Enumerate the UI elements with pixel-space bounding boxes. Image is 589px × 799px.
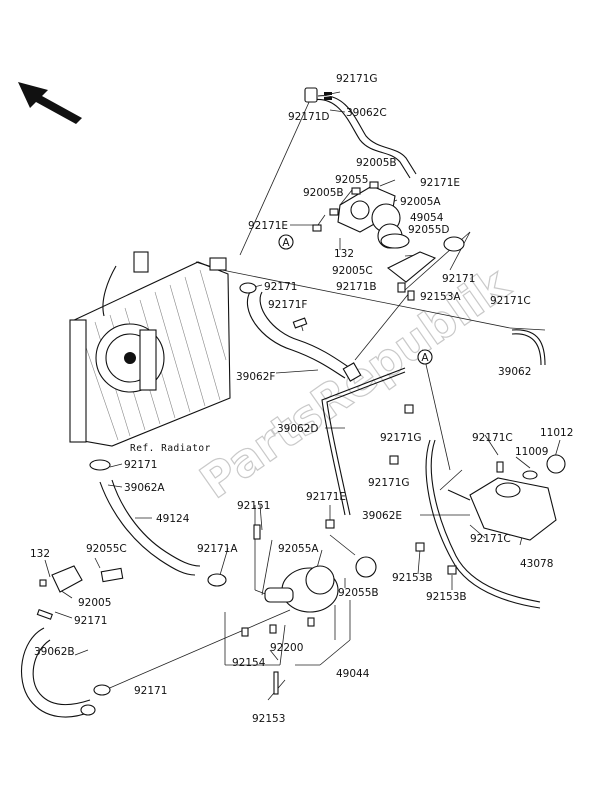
part-label: 92151 [237, 500, 270, 512]
reservoir-tank [389, 404, 566, 609]
part-label: 92171F [268, 299, 307, 311]
part-label: 92005 [78, 597, 111, 609]
svg-text:A: A [282, 237, 290, 249]
part-label: 132 [334, 248, 354, 260]
part-label: 39062A [124, 482, 165, 494]
part-label: 92171C [472, 432, 513, 444]
ref-radiator-label: Ref. Radiator [130, 443, 211, 454]
hose-39062f [239, 282, 362, 382]
part-label: 39062F [236, 371, 275, 383]
hose-39062c [304, 87, 417, 179]
marker-a-top: A [278, 234, 294, 250]
part-label: 92171 [124, 459, 157, 471]
part-label: 92171 [74, 615, 107, 627]
part-label: 92171 [264, 281, 297, 293]
part-label: 39062C [346, 107, 387, 119]
part-label: 92153 [252, 713, 285, 725]
part-label: 92005A [400, 196, 441, 208]
part-label: 92171G [336, 73, 378, 85]
part-label: 92171G [368, 477, 410, 489]
part-label: 92005B [303, 187, 344, 199]
part-label: 92005C [332, 265, 373, 277]
part-label: 92055C [86, 543, 127, 555]
part-label: 92005B [356, 157, 397, 169]
hose-39062a [89, 459, 227, 587]
radiator-assembly: Ref. Radiator [69, 251, 231, 454]
part-label: 92154 [232, 657, 266, 669]
part-label: 92171E [420, 177, 460, 189]
part-label: 39062 [498, 366, 531, 378]
thermostat-housing [312, 181, 465, 301]
part-label: 39062D [277, 423, 319, 435]
part-label: 92200 [270, 642, 303, 654]
part-label: 11012 [540, 427, 573, 439]
part-label: 92171A [197, 543, 238, 555]
leader-lines [44, 91, 561, 701]
part-label: 92171C [470, 533, 511, 545]
water-pump [241, 519, 377, 695]
part-label: 92055B [338, 587, 379, 599]
part-label: 49124 [156, 513, 190, 525]
part-label: 92055 [335, 174, 368, 186]
direction-arrow-icon [18, 82, 82, 124]
part-label: 92171G [380, 432, 422, 444]
part-label: 11009 [515, 446, 548, 458]
hose-39062 [511, 329, 546, 366]
part-label: 49044 [336, 668, 370, 680]
part-label: 92171 [442, 273, 475, 285]
part-label: 49054 [410, 212, 444, 224]
part-label: 92171D [288, 111, 330, 123]
part-label: 92171B [336, 281, 377, 293]
part-label: 92055D [408, 224, 450, 236]
part-label: 92055A [278, 543, 319, 555]
part-label: 92171 [134, 685, 167, 697]
part-label: 92171E [248, 220, 288, 232]
part-label: 92171C [490, 295, 531, 307]
marker-a-middle: A [417, 349, 433, 365]
part-label: 92171E [306, 491, 346, 503]
hose-39062d [321, 367, 406, 516]
part-label: 43078 [520, 558, 553, 570]
hose-39062b [20, 565, 124, 718]
part-label: 92153B [426, 591, 467, 603]
part-label: 39062E [362, 510, 402, 522]
part-label: 39062B [34, 646, 75, 658]
part-labels: 92171G 39062C 92171D 92005B 92055 92171E… [30, 73, 573, 725]
part-label: 92153A [420, 291, 461, 303]
part-label: 132 [30, 548, 50, 560]
part-label: 92153B [392, 572, 433, 584]
svg-text:A: A [421, 352, 429, 364]
